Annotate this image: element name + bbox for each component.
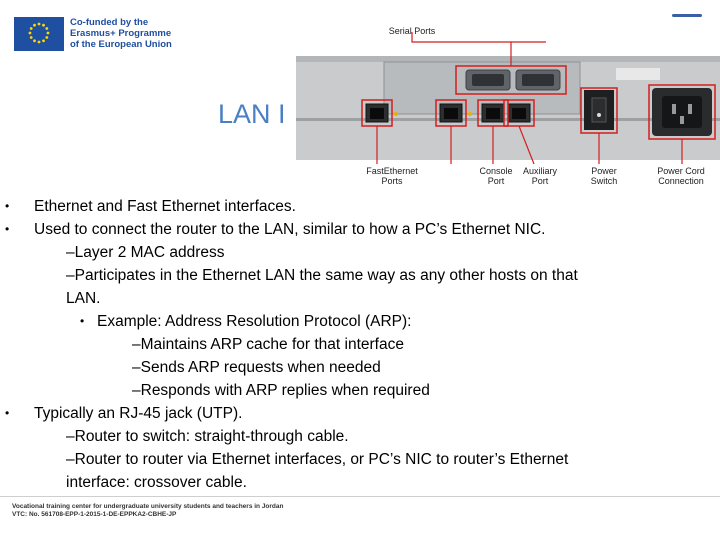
- eu-flag-logo: [14, 17, 64, 51]
- label-serial-ports: Serial Ports: [389, 26, 436, 36]
- eu-stars-icon: [28, 22, 50, 44]
- label-power-cord-1: Power Cord: [657, 166, 705, 176]
- body-line-12: –Router to router via Ethernet interface…: [66, 451, 569, 468]
- body-line-3: –Layer 2 MAC address: [66, 244, 225, 261]
- label-power-switch-1: Power: [591, 166, 617, 176]
- bullet-sub: •: [80, 314, 85, 328]
- eu-text-line2: Erasmus+ Programme: [70, 28, 172, 39]
- bullet-3: •: [5, 406, 10, 420]
- body-line-5: LAN.: [66, 290, 101, 307]
- label-console-1: Console: [479, 166, 512, 176]
- footer-divider: [0, 496, 720, 497]
- eu-text-line3: of the European Union: [70, 39, 172, 50]
- body-line-8: –Sends ARP requests when needed: [132, 359, 381, 376]
- label-auxiliary-2: Port: [532, 176, 549, 186]
- eu-cofunded-text: Co-funded by the Erasmus+ Programme of t…: [70, 17, 172, 50]
- label-auxiliary-1: Auxiliary: [523, 166, 558, 176]
- partner-logo-mark: [672, 14, 702, 17]
- body-line-10: Typically an RJ-45 jack (UTP).: [34, 405, 243, 422]
- label-fastethernet-1: FastEthernet: [366, 166, 418, 176]
- body-line-11: –Router to switch: straight-through cabl…: [66, 428, 349, 445]
- eu-text-line1: Co-funded by the: [70, 17, 149, 28]
- footer-text: Vocational training center for undergrad…: [12, 503, 284, 519]
- body-line-4: –Participates in the Ethernet LAN the sa…: [66, 267, 578, 284]
- bullet-2: •: [5, 222, 10, 236]
- bullet-1: •: [5, 199, 10, 213]
- footer-line-1: Vocational training center for undergrad…: [12, 503, 284, 510]
- label-power-switch-2: Switch: [591, 176, 618, 186]
- label-fastethernet-2: Ports: [381, 176, 403, 186]
- body-line-1: Ethernet and Fast Ethernet interfaces.: [34, 198, 296, 215]
- slide-title: LAN I: [218, 99, 286, 129]
- body-line-6: Example: Address Resolution Protocol (AR…: [97, 313, 412, 330]
- label-console-2: Port: [488, 176, 505, 186]
- body-line-9: –Responds with ARP replies when required: [132, 382, 430, 399]
- body-line-13: interface: crossover cable.: [66, 474, 247, 491]
- router-rear-panel-photo: Serial Ports FastEthernet Ports Console …: [296, 18, 720, 192]
- body-line-2: Used to connect the router to the LAN, s…: [34, 221, 546, 238]
- footer-line-2: VTC: No. 561708-EPP-1-2015-1-DE-EPPKA2-C…: [12, 511, 177, 518]
- body-line-7: –Maintains ARP cache for that interface: [132, 336, 404, 353]
- label-power-cord-2: Connection: [658, 176, 704, 186]
